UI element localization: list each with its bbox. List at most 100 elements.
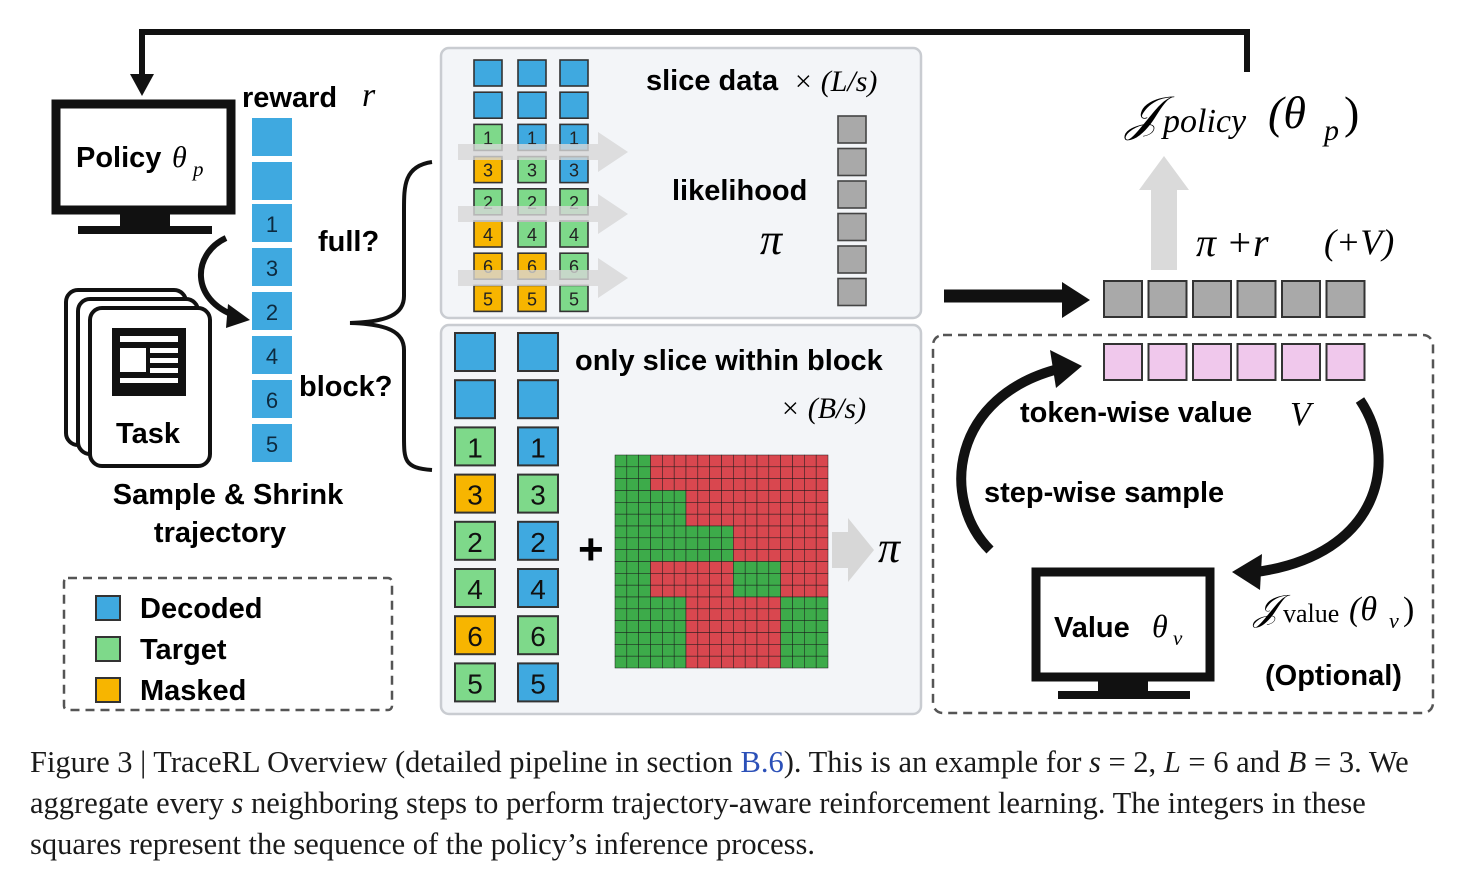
feedback-arrow	[139, 29, 1250, 80]
likelihood-cell	[837, 180, 867, 209]
mask-cell	[638, 502, 651, 515]
trajectory-label: trajectory	[154, 517, 286, 549]
value-token	[1192, 343, 1232, 381]
block-slice-number: 2	[530, 527, 546, 558]
mask-cell	[733, 596, 746, 610]
mask-cell	[650, 549, 663, 562]
caption-text-5: = 3. We aggregate every	[30, 745, 1409, 820]
mask-cell	[697, 584, 710, 598]
figure-caption: Figure 3 | TraceRL Overview (detailed pi…	[30, 742, 1460, 865]
full-slice-cell	[559, 284, 589, 313]
mask-cell	[733, 525, 746, 539]
mask-cell	[662, 513, 675, 527]
sample-shrink-label: Sample & Shrink	[113, 479, 344, 511]
mask-cell	[768, 478, 781, 491]
mask-cell	[709, 549, 722, 562]
mask-cell	[721, 537, 734, 550]
mask-cell	[638, 573, 651, 586]
mask-cell	[733, 490, 746, 503]
mask-cell	[792, 525, 805, 539]
mask-cell	[756, 490, 770, 503]
legend-label: Target	[140, 634, 227, 666]
value-monitor-icon	[1031, 567, 1215, 699]
mask-cell	[721, 513, 734, 527]
block-factor: × (B/s)	[780, 392, 866, 425]
mask-cell	[626, 549, 639, 562]
mask-cell	[662, 537, 675, 550]
mask-cell	[756, 596, 770, 610]
mask-cell	[780, 573, 793, 586]
mask-cell	[662, 632, 675, 645]
mask-cell	[709, 502, 722, 515]
mask-cell	[780, 596, 793, 610]
mask-cell	[697, 549, 710, 562]
attention-mask-grid	[614, 454, 829, 669]
mask-cell	[815, 454, 829, 468]
mask-cell	[697, 478, 710, 491]
mask-cell	[650, 596, 663, 610]
mask-cell	[685, 454, 699, 468]
mask-cell	[638, 549, 651, 562]
mask-cell	[709, 596, 722, 610]
mask-cell	[768, 537, 781, 550]
mask-cell	[685, 608, 699, 621]
mask-cell	[673, 644, 687, 657]
mask-cell	[792, 584, 805, 598]
mask-cell	[768, 596, 781, 610]
mask-cell	[685, 466, 699, 479]
full-slice-number: 4	[527, 225, 537, 245]
mask-cell	[815, 490, 829, 503]
mask-cell	[756, 573, 770, 586]
plus-v: (+V)	[1324, 222, 1394, 262]
mask-cell	[709, 490, 722, 503]
mask-arrow	[832, 518, 874, 582]
caption-section-link[interactable]: B.6	[740, 745, 784, 779]
full-slice-number: 2	[569, 193, 579, 213]
mask-cell	[780, 608, 793, 621]
mask-cell	[650, 513, 663, 527]
branch-brace	[349, 160, 433, 472]
policy-token	[1147, 280, 1188, 318]
mask-cell	[697, 561, 710, 574]
pi-plus-r: π +r	[1196, 220, 1269, 265]
mask-cell	[721, 620, 734, 633]
mask-cell	[780, 584, 793, 598]
full-slice-number: 1	[483, 128, 493, 148]
mask-cell	[685, 596, 699, 610]
mask-cell	[709, 478, 722, 491]
mask-cell	[662, 573, 675, 586]
mask-cell	[733, 537, 746, 550]
mask-cell	[768, 584, 781, 598]
mask-cell	[792, 549, 805, 562]
mask-cell	[815, 608, 829, 621]
mask-cell	[626, 513, 639, 527]
mask-cell	[697, 525, 710, 539]
mask-cell	[792, 513, 805, 527]
mask-cell	[780, 644, 793, 657]
mask-cell	[650, 584, 663, 598]
mask-cell	[756, 655, 770, 669]
mask-cell	[673, 502, 687, 515]
mask-cell	[815, 584, 829, 598]
mask-cell	[721, 655, 734, 669]
mask-cell	[792, 632, 805, 645]
mask-cell	[685, 632, 699, 645]
mask-cell	[768, 655, 781, 669]
mask-cell	[780, 454, 793, 468]
mask-cell	[744, 596, 758, 610]
mask-cell	[662, 561, 675, 574]
mask-cell	[744, 620, 758, 633]
mask-cell	[614, 549, 628, 562]
caption-var-B: B	[1287, 745, 1307, 779]
mask-cell	[650, 620, 663, 633]
mask-cell	[697, 644, 710, 657]
value-theta: θ	[1152, 608, 1168, 644]
mask-cell	[792, 596, 805, 610]
mask-cell	[815, 513, 829, 527]
full-slice-number: 3	[569, 161, 579, 181]
mask-cell	[721, 490, 734, 503]
mask-cell	[768, 502, 781, 515]
mask-cell	[685, 584, 699, 598]
trajectory-cell	[252, 162, 292, 200]
mask-cell	[673, 513, 687, 527]
